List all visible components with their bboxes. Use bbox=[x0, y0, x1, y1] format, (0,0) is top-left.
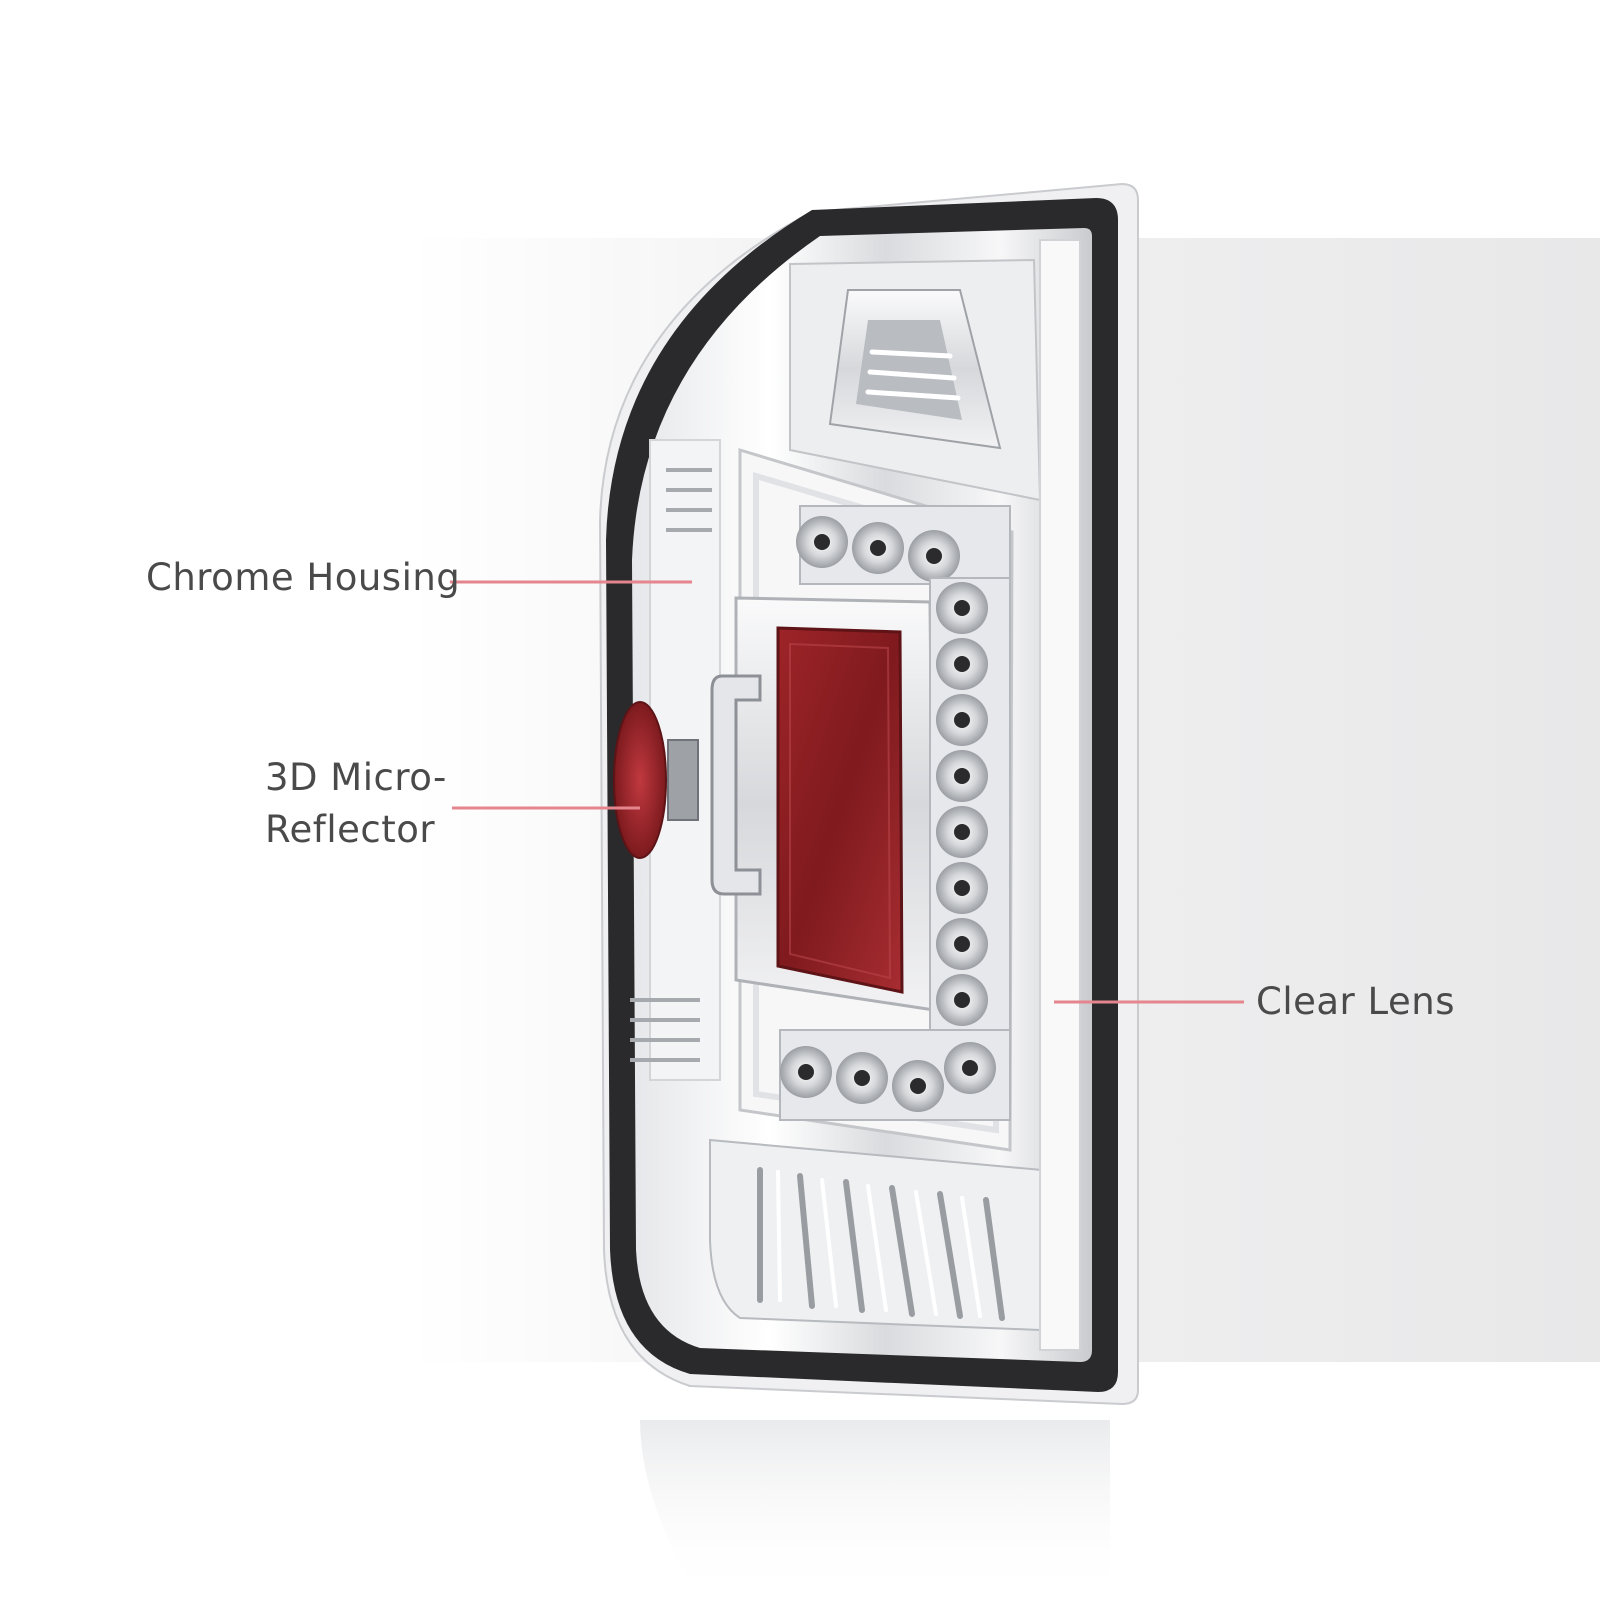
right-chrome-edge bbox=[1039, 239, 1081, 1351]
center-red-reflector bbox=[776, 626, 904, 994]
side-marker-mount bbox=[667, 739, 699, 821]
chrome-housing-label: Chrome Housing bbox=[146, 556, 461, 599]
floor-reflection bbox=[640, 1420, 1110, 1600]
lower-ribs bbox=[630, 998, 700, 1062]
micro-reflector-label-line1: 3D Micro- bbox=[265, 756, 447, 799]
top-inset-ribs bbox=[865, 349, 961, 401]
upper-ribs bbox=[666, 468, 712, 532]
micro-reflector-label: 3D Micro- Reflector bbox=[265, 752, 447, 856]
micro-reflector-label-line2: Reflector bbox=[265, 808, 436, 851]
right-led-column bbox=[929, 577, 1011, 1059]
center-red-reflector-edge bbox=[789, 642, 892, 980]
lower-bowl-facets bbox=[757, 1167, 1005, 1321]
side-marker-reflector bbox=[613, 701, 667, 859]
chrome-bracket bbox=[710, 674, 762, 896]
upper-led-row bbox=[796, 505, 1011, 585]
lower-bowl-highlights bbox=[776, 1170, 982, 1318]
lower-led-row bbox=[779, 1029, 1011, 1121]
clear-lens-label: Clear Lens bbox=[1256, 980, 1455, 1023]
